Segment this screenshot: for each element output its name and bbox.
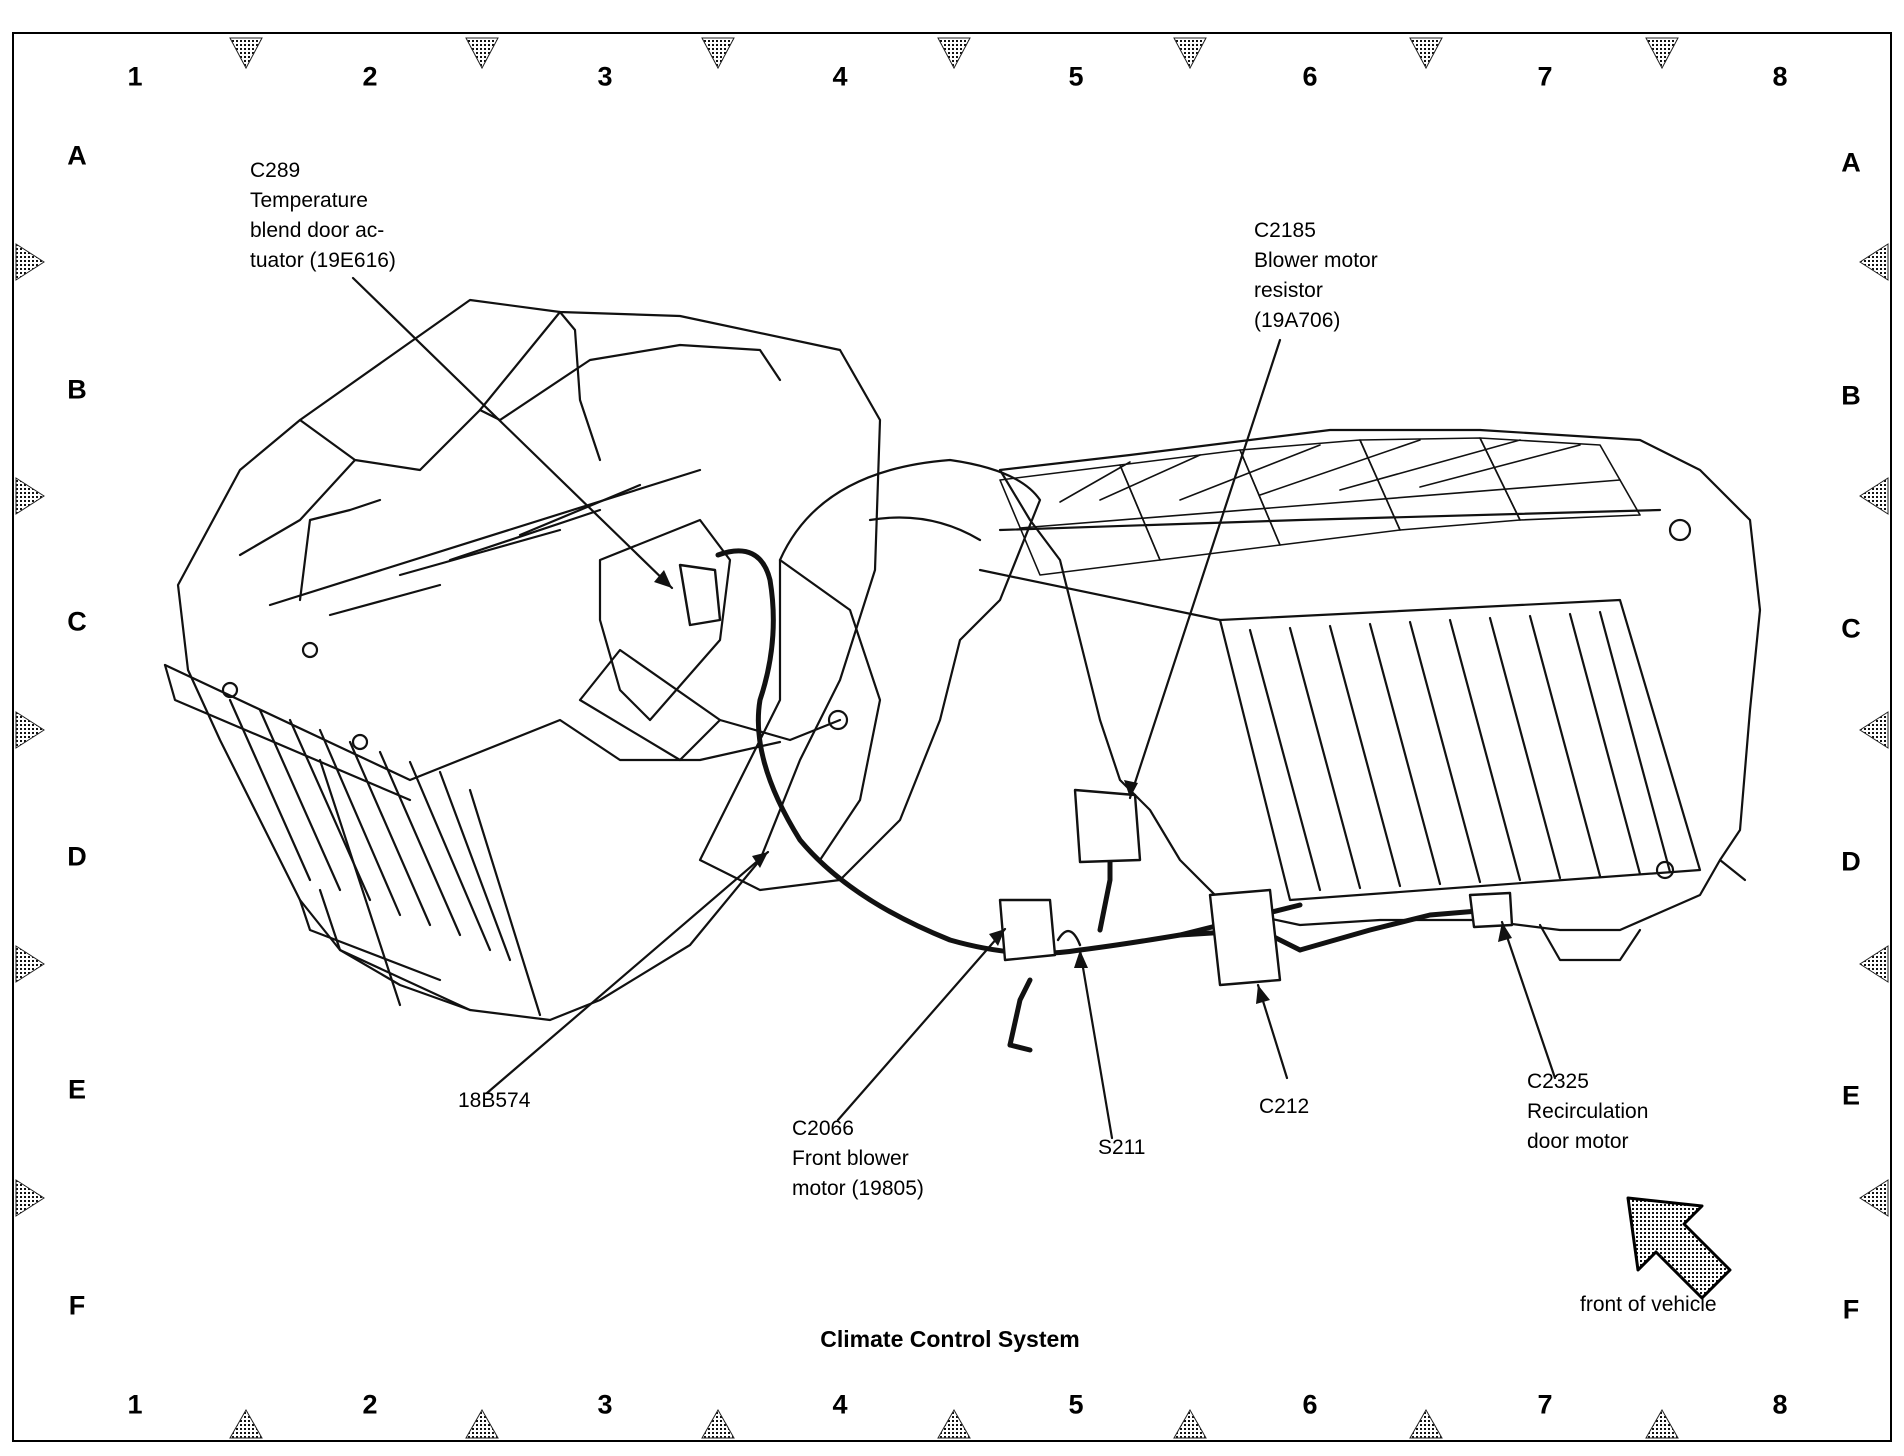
- c212-connector: [1208, 888, 1282, 987]
- callout-line: C2066: [792, 1117, 854, 1140]
- diagram-frame: [12, 32, 1892, 1442]
- column-label: 1: [127, 61, 143, 92]
- callout-line: Blower motor: [1254, 249, 1378, 272]
- column-label: 6: [1302, 1389, 1318, 1420]
- column-label: 3: [597, 61, 613, 92]
- callout-s211: S211: [1098, 1133, 1146, 1163]
- blower-scroll-housing: [698, 458, 1042, 892]
- row-label: A: [67, 140, 87, 171]
- border-ticks: [15, 37, 1889, 1439]
- connectors: [678, 563, 1514, 987]
- row-label: B: [67, 374, 87, 405]
- row-label: F: [1842, 1294, 1860, 1325]
- callout-line: (19A706): [1254, 309, 1341, 332]
- callout-line: C289: [250, 159, 301, 182]
- callout-line: 18B574: [458, 1089, 531, 1112]
- column-label: 8: [1772, 61, 1788, 92]
- s211-splice: [1056, 930, 1082, 947]
- callout-line: C2325: [1527, 1070, 1589, 1093]
- row-label: A: [1841, 147, 1861, 178]
- callout-line: C2185: [1254, 219, 1316, 242]
- evaporator-case: [978, 428, 1762, 962]
- callout-line: blend door ac-: [250, 219, 385, 242]
- front-arrow-icon: [1626, 1196, 1732, 1300]
- callout-line: Temperature: [250, 189, 368, 212]
- callout-line: motor (19805): [792, 1177, 924, 1200]
- heater-core-housing: [163, 298, 882, 1022]
- column-label: 4: [832, 61, 848, 92]
- c2185-connector: [1073, 788, 1142, 864]
- row-label: E: [1841, 1080, 1861, 1111]
- column-label: 4: [832, 1389, 848, 1420]
- row-label: C: [67, 606, 87, 637]
- callout-line: resistor: [1254, 279, 1323, 302]
- callout-line: S211: [1098, 1136, 1146, 1159]
- column-label: 5: [1068, 61, 1084, 92]
- callout-line: door motor: [1527, 1130, 1629, 1153]
- row-label: B: [1841, 380, 1861, 411]
- row-label: F: [68, 1290, 86, 1321]
- callout-18b574: 18B574: [458, 1086, 530, 1116]
- callout-line: Front blower: [792, 1147, 909, 1170]
- callout-line: C212: [1259, 1095, 1310, 1118]
- callout-line: Recirculation: [1527, 1100, 1649, 1123]
- row-label: C: [1841, 613, 1861, 644]
- column-label: 7: [1537, 61, 1553, 92]
- callout-c2185: C2185 Blower motor resistor (19A706): [1254, 216, 1378, 336]
- column-label: 6: [1302, 61, 1318, 92]
- leader-arrowheads: [654, 570, 1512, 1004]
- row-label: D: [1841, 846, 1861, 877]
- callout-c2325: C2325 Recirculation door motor: [1527, 1067, 1648, 1157]
- c2325-connector: [1468, 891, 1514, 929]
- column-label: 2: [362, 1389, 378, 1420]
- callout-c212: C212: [1259, 1092, 1309, 1122]
- filter-grid: [999, 437, 1641, 576]
- row-label: D: [67, 841, 87, 872]
- column-label: 5: [1068, 1389, 1084, 1420]
- diagram-title: Climate Control System: [820, 1326, 1080, 1352]
- callout-c2066: C2066 Front blower motor (19805): [792, 1114, 924, 1204]
- leader-lines: [351, 276, 1557, 1140]
- column-label: 8: [1772, 1389, 1788, 1420]
- column-label: 7: [1537, 1389, 1553, 1420]
- column-label: 1: [127, 1389, 143, 1420]
- c2066-connector: [998, 898, 1057, 962]
- c289-connector: [678, 563, 722, 627]
- callout-c289: C289 Temperature blend door ac- tuator (…: [250, 156, 396, 276]
- row-label: E: [67, 1074, 87, 1105]
- column-label: 2: [362, 61, 378, 92]
- callout-line: tuator (19E616): [250, 249, 396, 272]
- column-label: 3: [597, 1389, 613, 1420]
- front-of-vehicle-label: front of vehicle: [1580, 1293, 1717, 1316]
